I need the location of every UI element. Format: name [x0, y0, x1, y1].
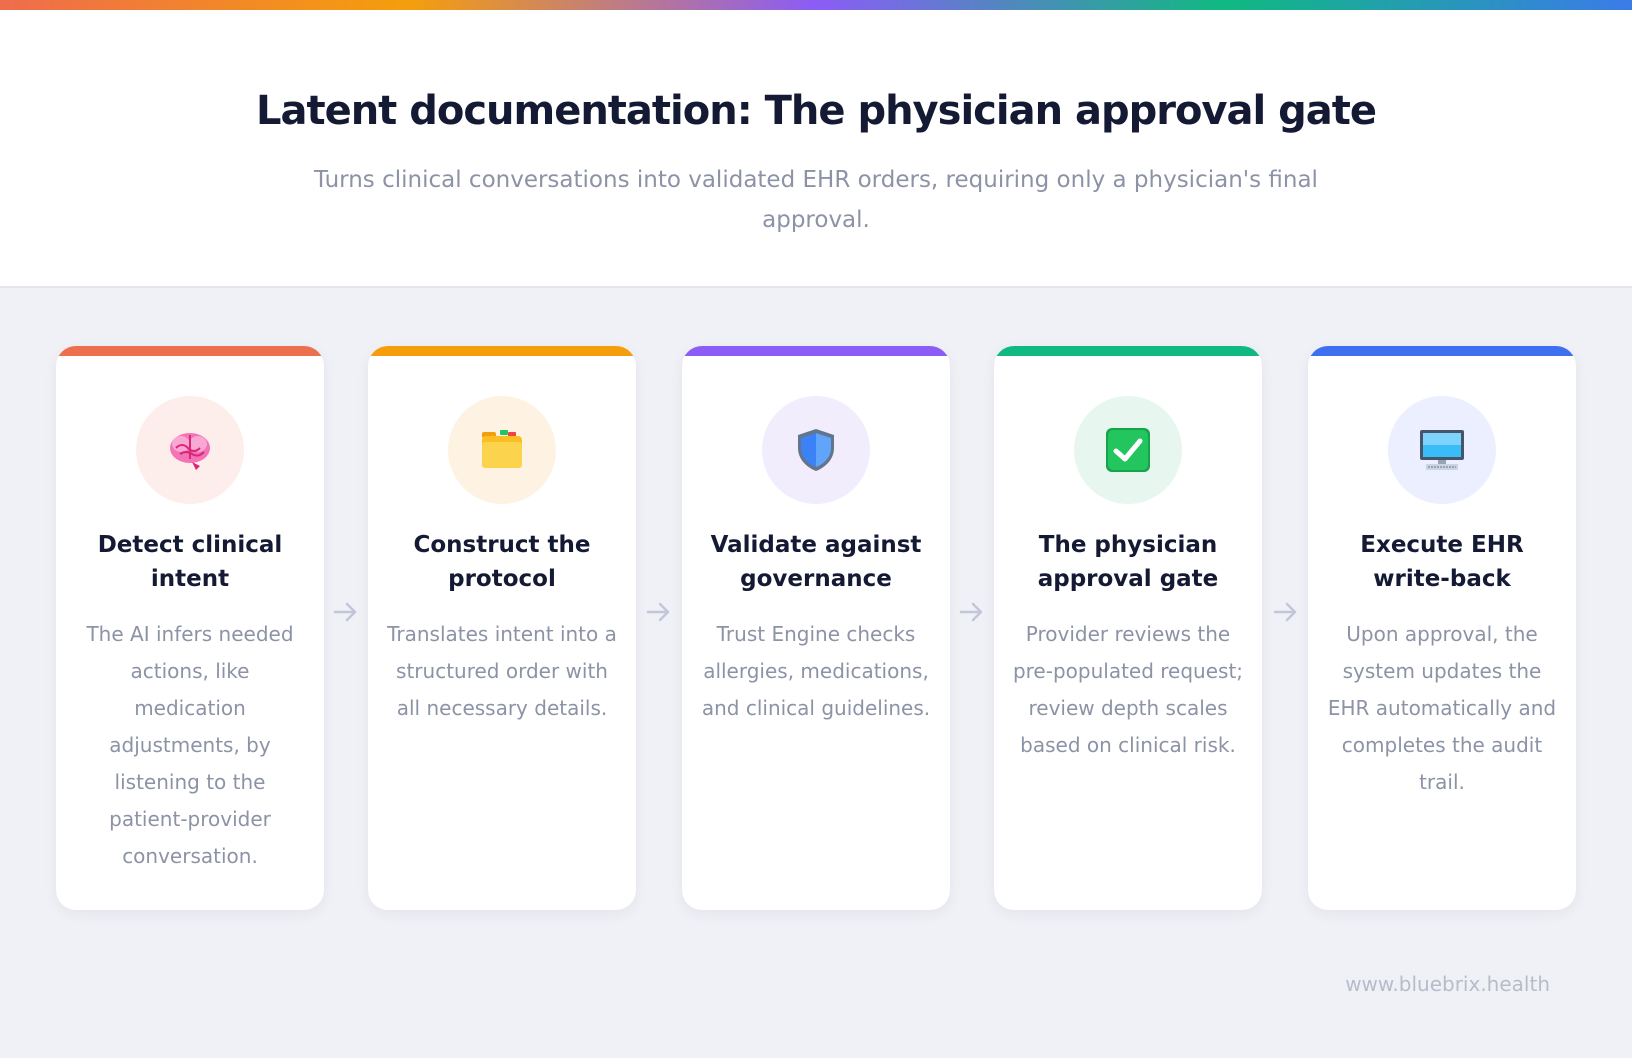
icon-circle	[1388, 396, 1496, 504]
card-accent-bar	[368, 346, 636, 356]
desktop-computer-icon	[1420, 430, 1464, 470]
step-card-detect-intent: Detect clinical intent The AI infers nee…	[56, 346, 324, 910]
step-title: Construct the protocol	[413, 532, 591, 592]
page-subtitle: Turns clinical conversations into valida…	[314, 167, 1318, 233]
step-card-ehr-write-back: Execute EHR write-back Upon approval, th…	[1308, 346, 1576, 910]
header: Latent documentation: The physician appr…	[0, 10, 1632, 288]
shield-icon	[798, 429, 834, 471]
step-description: Translates intent into a structured orde…	[387, 622, 617, 720]
icon-circle	[448, 396, 556, 504]
step-card-physician-approval: The physician approval gate Provider rev…	[994, 346, 1262, 910]
step-description: Upon approval, the system updates the EH…	[1327, 622, 1557, 794]
step-title: Validate against governance	[710, 532, 922, 592]
icon-circle	[762, 396, 870, 504]
arrow-right-icon	[333, 602, 357, 622]
card-accent-bar	[682, 346, 950, 356]
check-box-icon	[1106, 428, 1150, 472]
step-description: The AI infers needed actions, like medic…	[86, 622, 294, 868]
step-description: Trust Engine checks allergies, medicatio…	[701, 622, 931, 720]
brain-icon	[170, 433, 210, 470]
card-accent-bar	[994, 346, 1262, 356]
card-accent-bar	[1308, 346, 1576, 356]
website-link[interactable]: www.bluebrix.health	[1345, 972, 1550, 996]
step-title: The physician approval gate	[1037, 532, 1219, 592]
arrow-right-icon	[646, 602, 670, 622]
step-title: Detect clinical intent	[97, 532, 283, 592]
step-card-construct-protocol: Construct the protocol Translates intent…	[368, 346, 636, 910]
step-description: Provider reviews the pre-populated reque…	[1012, 622, 1244, 757]
card-accent-bar	[56, 346, 324, 356]
icon-circle	[1074, 396, 1182, 504]
page-title: Latent documentation: The physician appr…	[255, 88, 1377, 134]
gradient-top-bar	[0, 0, 1632, 10]
arrow-right-icon	[959, 602, 983, 622]
folder-icon	[482, 430, 522, 468]
step-title: Execute EHR write-back	[1360, 532, 1524, 592]
arrow-right-icon	[1273, 602, 1297, 622]
step-card-validate-governance: Validate against governance Trust Engine…	[682, 346, 950, 910]
icon-circle	[136, 396, 244, 504]
